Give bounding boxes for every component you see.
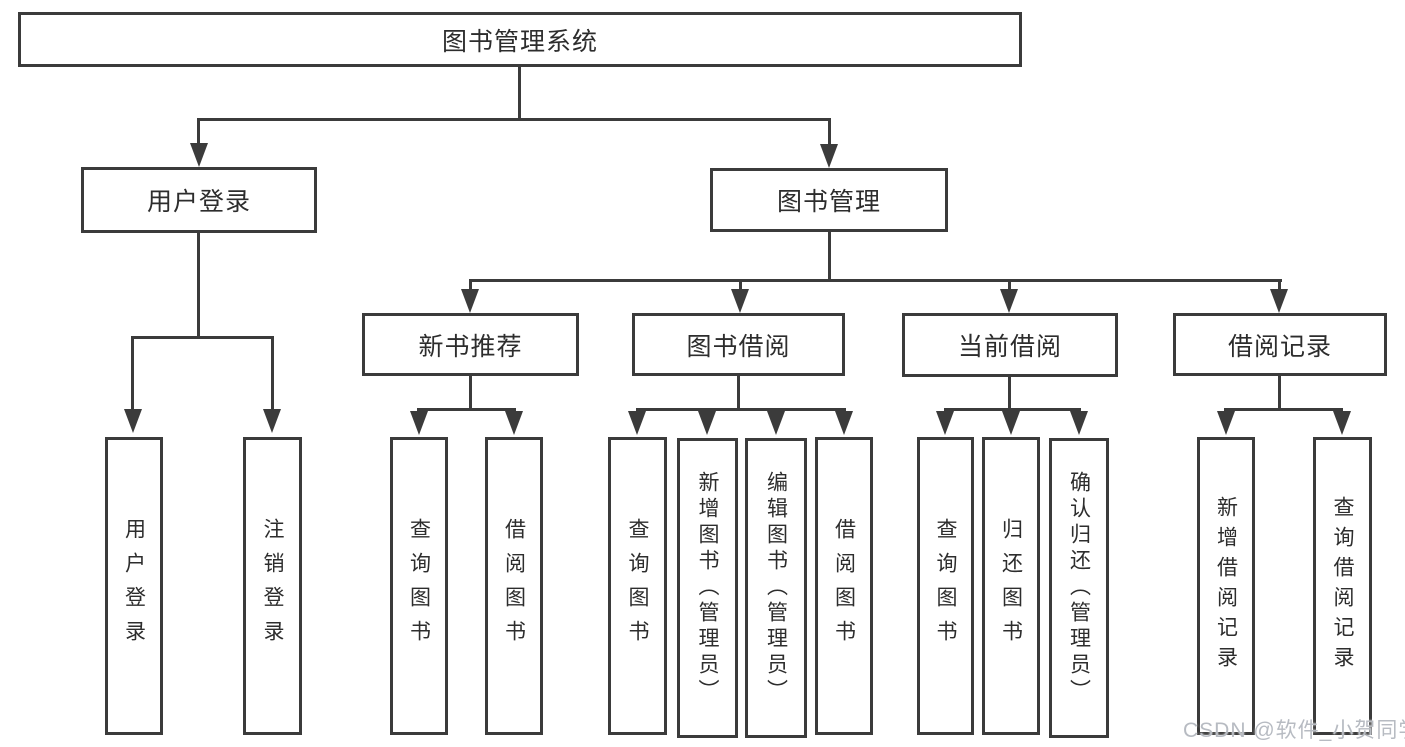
arrow-down-icon [124,409,142,433]
connector-line [271,336,274,410]
leaf-user-login: 用户登录 [105,437,163,735]
arrow-down-icon [263,409,281,433]
node-book-borrowing: 图书借阅 [632,313,845,376]
leaf-label: 用户登录 [122,518,146,654]
leaf-label: 确认归还（管理员） [1067,471,1091,705]
arrow-down-icon [835,411,853,435]
arrow-down-icon [820,144,838,168]
node-library-management-system: 图书管理系统 [18,12,1022,67]
leaf-query-books-current: 查询图书 [917,437,974,735]
connector-line [1278,279,1281,292]
connector-line [1008,279,1011,292]
arrow-down-icon [936,411,954,435]
node-label: 图书管理系统 [441,27,598,56]
node-new-book-recommend: 新书推荐 [362,313,579,376]
leaf-label: 查询图书 [407,518,431,654]
arrow-down-icon [461,289,479,313]
connector-line [417,408,516,411]
leaf-borrow-books-recommend: 借阅图书 [485,437,543,735]
leaf-label: 借阅图书 [832,518,856,654]
node-borrowing-records: 借阅记录 [1173,313,1387,376]
arrow-down-icon [1000,289,1018,313]
arrow-down-icon [767,411,785,435]
leaf-query-books-recommend: 查询图书 [390,437,448,735]
connector-line [1224,408,1343,411]
connector-line [197,233,200,336]
leaf-edit-books-admin: 编辑图书（管理员） [745,438,807,738]
leaf-confirm-return-admin: 确认归还（管理员） [1049,438,1109,738]
connector-line [1008,377,1011,408]
arrow-down-icon [505,411,523,435]
leaf-label: 编辑图书（管理员） [764,471,788,705]
leaf-return-books: 归还图书 [982,437,1040,735]
watermark: CSDN @软件_小贺同学 [1183,719,1405,742]
leaf-label: 注销登录 [261,518,284,654]
connector-line [739,279,742,292]
leaf-query-borrow-record: 查询借阅记录 [1313,437,1372,735]
leaf-label: 新增图书（管理员） [696,471,719,705]
leaf-label: 新增借阅记录 [1214,496,1238,676]
connector-line [131,336,274,339]
node-label: 图书管理 [776,188,881,216]
node-label: 新书推荐 [418,332,523,361]
leaf-label: 借阅图书 [502,518,526,654]
leaf-logout: 注销登录 [243,437,302,735]
node-label: 图书借阅 [686,332,791,361]
connector-line [469,279,1282,282]
node-label: 当前借阅 [957,333,1062,361]
arrow-down-icon [731,289,749,313]
connector-line [469,376,472,408]
connector-line [131,336,134,410]
arrow-down-icon [1002,411,1020,435]
arrow-down-icon [1333,411,1351,435]
arrow-down-icon [1217,411,1235,435]
connector-line [944,408,1081,411]
node-user-login: 用户登录 [81,167,317,233]
connector-line [636,408,846,411]
arrow-down-icon [190,143,208,167]
leaf-label: 查询借阅记录 [1331,496,1354,676]
arrow-down-icon [1070,411,1088,435]
connector-line [828,232,831,279]
leaf-label: 查询图书 [626,518,649,654]
node-label: 借阅记录 [1227,332,1332,361]
arrow-down-icon [698,411,716,435]
connector-line [518,67,521,118]
connector-line [828,118,831,145]
leaf-add-books-admin: 新增图书（管理员） [677,438,738,738]
connector-line [197,118,200,145]
leaf-query-books-borrowing: 查询图书 [608,437,667,735]
node-current-borrowing: 当前借阅 [902,313,1118,377]
leaf-borrow-books-borrowing: 借阅图书 [815,437,873,735]
connector-line [469,279,472,292]
arrow-down-icon [410,411,428,435]
arrow-down-icon [1270,289,1288,313]
arrow-down-icon [628,411,646,435]
leaf-add-borrow-record: 新增借阅记录 [1197,437,1255,735]
leaf-label: 查询图书 [934,518,957,654]
node-label: 用户登录 [146,188,251,216]
connector-line [737,376,740,408]
leaf-label: 归还图书 [999,518,1023,654]
connector-line [1278,376,1281,408]
node-book-management: 图书管理 [710,168,948,232]
connector-line [197,118,831,121]
